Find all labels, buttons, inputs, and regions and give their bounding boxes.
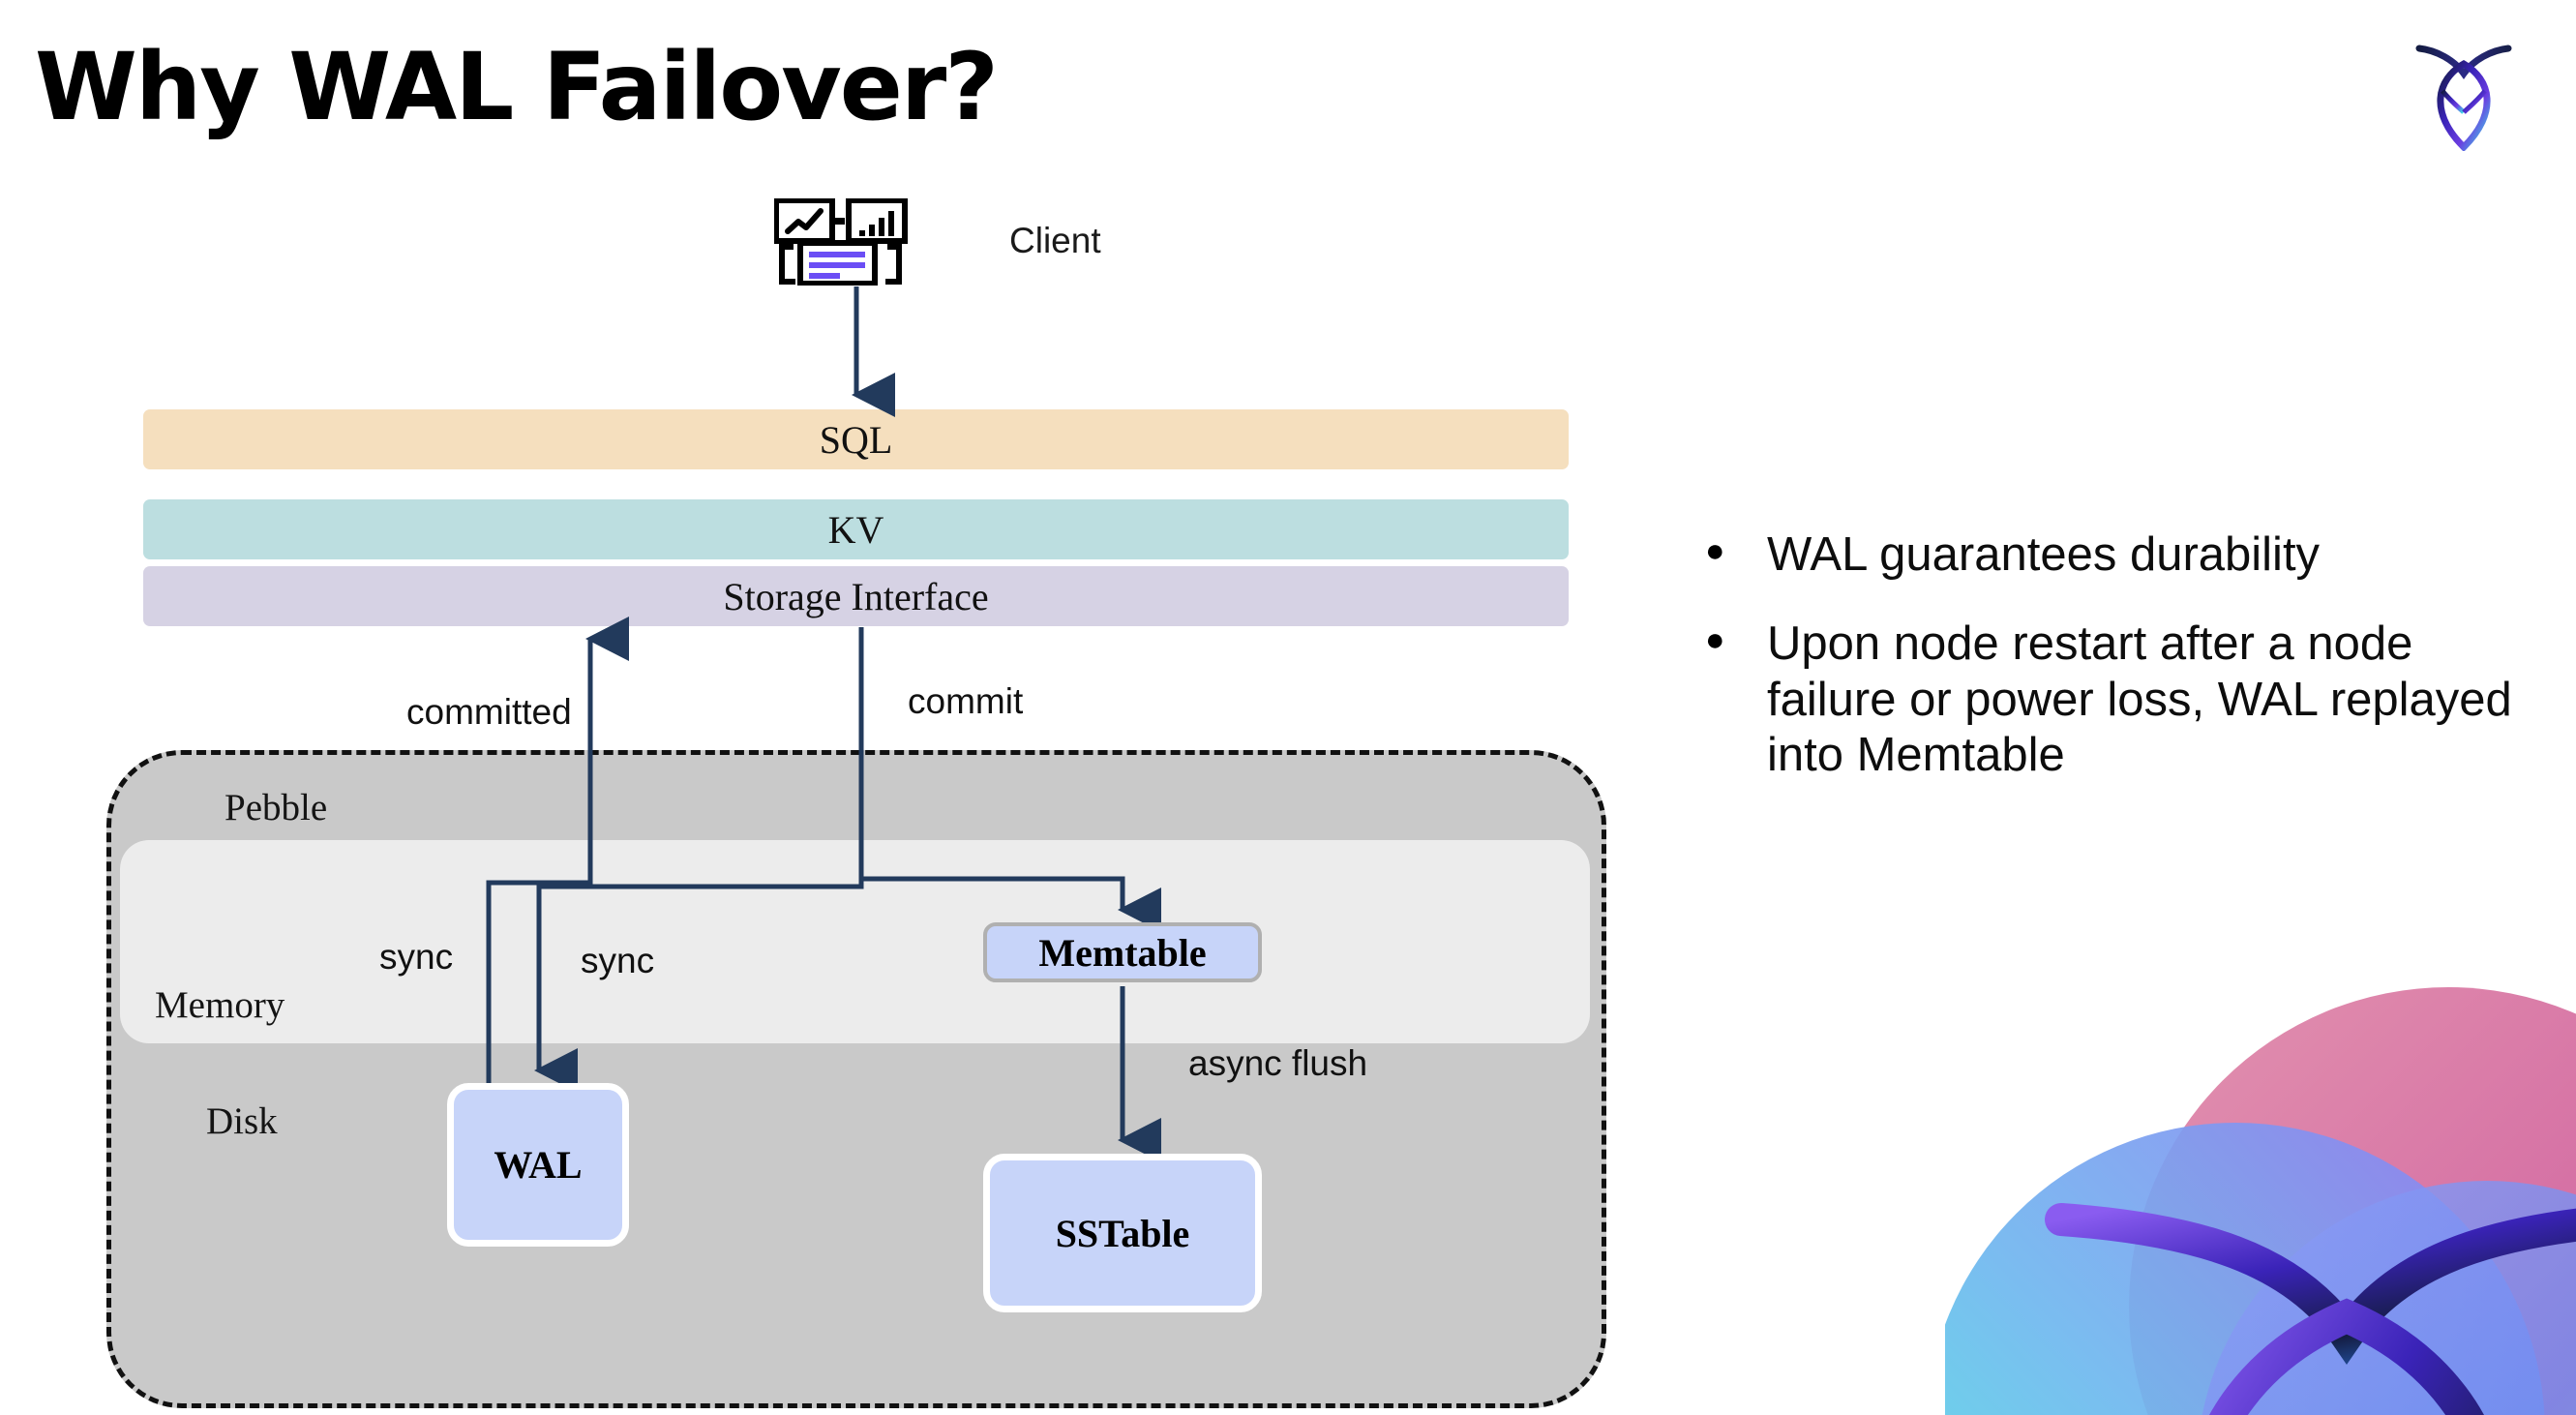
bullet-list: ● WAL guarantees durability ● Upon node … [1705, 527, 2528, 817]
memory-region [120, 840, 1590, 1043]
edge-label-async-flush: async flush [1188, 1043, 1368, 1083]
edge-label-sync-right: sync [581, 941, 655, 980]
layer-label-kv: KV [827, 507, 884, 552]
layer-bar-sql: SQL [143, 409, 1569, 469]
bullet-marker-icon: ● [1705, 532, 1725, 569]
node-wal: WAL [447, 1083, 629, 1247]
node-memtable: Memtable [983, 922, 1262, 982]
list-item: ● WAL guarantees durability [1705, 527, 2528, 584]
page-title: Why WAL Failover? [35, 33, 999, 141]
list-item: ● Upon node restart after a node failure… [1705, 617, 2528, 784]
bullet-text: Upon node restart after a node failure o… [1767, 617, 2512, 782]
node-wal-label: WAL [494, 1143, 583, 1187]
cockroachdb-watermark [1945, 929, 2576, 1415]
node-sstable: SSTable [983, 1154, 1262, 1312]
client-dashboard-icon [773, 197, 929, 286]
client-label: Client [1009, 221, 1101, 260]
bullet-marker-icon: ● [1705, 620, 1725, 658]
layer-bar-kv: KV [143, 499, 1569, 559]
layer-label-sql: SQL [819, 417, 893, 462]
node-memtable-label: Memtable [1038, 930, 1207, 975]
memory-label: Memory [155, 984, 285, 1026]
disk-label: Disk [206, 1100, 278, 1142]
layer-label-storage: Storage Interface [723, 574, 989, 618]
edge-label-sync-left: sync [379, 937, 454, 977]
bullet-text: WAL guarantees durability [1767, 528, 2321, 581]
pebble-label: Pebble [225, 787, 328, 828]
cockroachdb-logo [2410, 35, 2518, 152]
layer-bar-storage: Storage Interface [143, 566, 1569, 626]
node-sstable-label: SSTable [1055, 1211, 1190, 1255]
edge-label-commit: commit [908, 681, 1024, 721]
edge-label-committed: committed [406, 692, 572, 732]
